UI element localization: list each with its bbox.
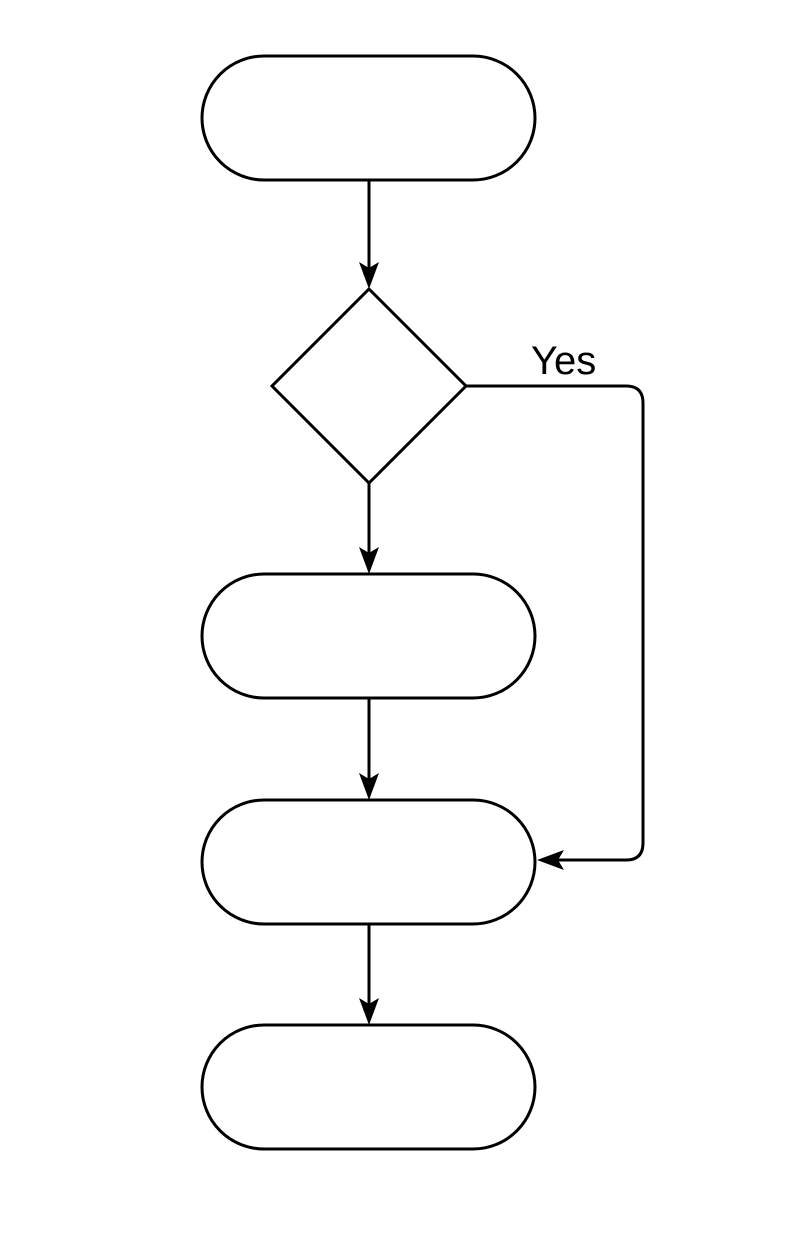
arrowhead-decision-to-step-a — [359, 547, 379, 574]
arrowhead-start-to-decision — [359, 262, 379, 289]
node-step-b — [200, 798, 537, 926]
node-start — [200, 54, 537, 182]
node-step-a — [200, 572, 537, 700]
node-decision — [269, 286, 469, 486]
arrowhead-step-a-to-step-b — [359, 773, 379, 800]
node-end — [200, 1023, 537, 1151]
arrowhead-step-b-to-end — [359, 998, 379, 1025]
edge-decision-yes-to-step-b — [466, 384, 645, 862]
arrowhead-yes-to-step-b — [537, 850, 564, 870]
edge-label-yes: Yes — [531, 339, 596, 383]
